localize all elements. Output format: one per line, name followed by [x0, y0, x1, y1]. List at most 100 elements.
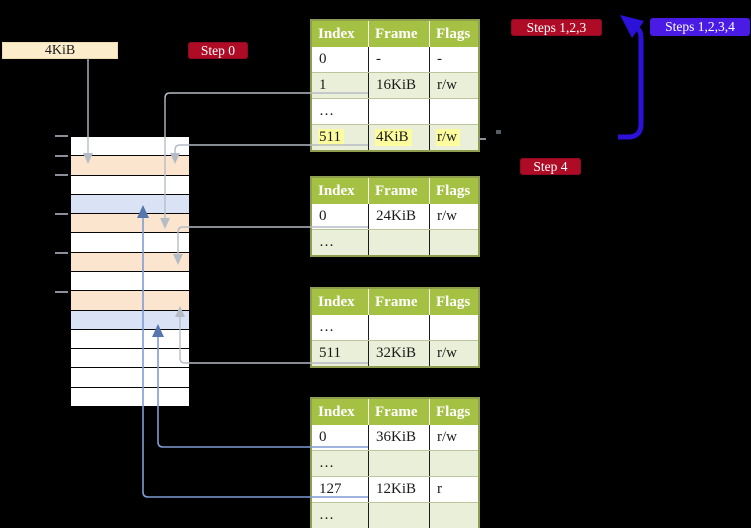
- cell-text: …: [319, 319, 334, 335]
- memory-row: [71, 291, 189, 311]
- header-cell-flags: Flags: [429, 289, 478, 315]
- table-row: …: [312, 502, 478, 528]
- table-row: 511 32KiB r/w: [312, 340, 478, 366]
- cell-index: …: [312, 315, 368, 340]
- cell-flags: r: [429, 477, 478, 502]
- cell-text: r/w: [436, 129, 460, 146]
- cell-index: …: [312, 99, 368, 124]
- table-row: 0 36KiB r/w: [312, 425, 478, 450]
- cell-text: 36KiB: [376, 429, 417, 445]
- table-row: 1 16KiB r/w: [312, 72, 478, 98]
- tick-mark: [55, 213, 68, 215]
- cell-flags: r/w: [429, 425, 478, 450]
- cell-text: r/w: [437, 208, 457, 224]
- tick-mark: [55, 252, 68, 254]
- cell-text: r/w: [437, 77, 457, 93]
- memory-row: [71, 310, 189, 330]
- page-table-second: Index Frame Flags 0 24KiB r/w …: [310, 176, 480, 257]
- table-row-highlighted: 511 4KiB r/w: [312, 124, 478, 150]
- cell-flags: [429, 230, 478, 255]
- cell-text: 127: [319, 481, 342, 497]
- table-header-row: Index Frame Flags: [312, 178, 478, 204]
- tick-mark: [55, 174, 68, 176]
- badge-step-4: Step 4: [520, 158, 581, 175]
- memory-row: [71, 214, 189, 234]
- cell-flags: r/w: [429, 341, 478, 366]
- cell-text: 0: [319, 51, 327, 67]
- memory-row: [71, 271, 189, 292]
- dot-mark: [496, 130, 501, 134]
- header-cell-index: Index: [318, 26, 355, 42]
- cell-flags: r/w: [429, 204, 478, 229]
- cell-text: 12KiB: [376, 481, 417, 497]
- cell-index: …: [312, 451, 368, 476]
- header-cell-frame: Frame: [368, 178, 429, 204]
- cell-text: r: [437, 481, 442, 497]
- cell-index: 0: [312, 204, 368, 229]
- header-cell-flags: Flags: [429, 178, 478, 204]
- memory-row: [71, 156, 189, 176]
- tick-mark: [55, 155, 68, 157]
- cell-text: …: [319, 234, 334, 250]
- cell-flags: [429, 99, 478, 124]
- table-row: 127 12KiB r: [312, 476, 478, 502]
- cell-text: 16KiB: [376, 77, 417, 93]
- table-row: …: [312, 450, 478, 476]
- memory-row: [71, 368, 189, 388]
- cell-index: 511: [312, 125, 368, 150]
- cell-frame: 36KiB: [368, 425, 429, 450]
- physical-memory-strip: [70, 136, 190, 407]
- header-cell-index: Index: [318, 404, 355, 420]
- cell-index: 0: [312, 425, 368, 450]
- table-header-row: Index Frame Flags: [312, 21, 478, 47]
- header-cell-flags: Flags: [429, 21, 478, 47]
- cell-text: [436, 507, 440, 524]
- header-cell-index: Index: [318, 294, 355, 310]
- cell-text: [375, 319, 379, 336]
- tick-mark: [55, 291, 68, 293]
- cell-frame: [368, 315, 429, 340]
- memory-row: [71, 137, 189, 157]
- cell-text: [375, 234, 379, 251]
- memory-row: [71, 252, 189, 272]
- cell-frame: [368, 503, 429, 528]
- cell-frame: 24KiB: [368, 204, 429, 229]
- header-cell-flags: Flags: [429, 399, 478, 425]
- cell-flags: [429, 451, 478, 476]
- cell-text: 511: [318, 129, 344, 146]
- badge-steps-1-2-3-4: Steps 1,2,3,4: [650, 18, 750, 36]
- table-row: …: [312, 98, 478, 124]
- table-row: 0 24KiB r/w: [312, 204, 478, 229]
- cell-text: [375, 507, 379, 524]
- cell-index: 511: [312, 341, 368, 366]
- table-row: …: [312, 229, 478, 255]
- cell-flags: r/w: [429, 125, 478, 150]
- cell-frame: [368, 230, 429, 255]
- table-header-row: Index Frame Flags: [312, 289, 478, 315]
- memory-row: [71, 175, 189, 195]
- page-size-label: 4KiB: [2, 42, 118, 59]
- cell-flags: r/w: [429, 73, 478, 98]
- table-row: …: [312, 315, 478, 340]
- cell-index: 127: [312, 477, 368, 502]
- page-table-third: Index Frame Flags … 511 32KiB r/w: [310, 287, 480, 368]
- header-cell-frame: Frame: [368, 399, 429, 425]
- cell-text: 0: [319, 429, 327, 445]
- cell-text: …: [319, 507, 334, 523]
- cell-text: [436, 103, 440, 120]
- table-header-row: Index Frame Flags: [312, 399, 478, 425]
- cell-index: …: [312, 230, 368, 255]
- cell-flags: [429, 503, 478, 528]
- cell-text: [436, 455, 440, 472]
- cell-frame: [368, 99, 429, 124]
- cell-frame: 32KiB: [368, 341, 429, 366]
- cell-index: 0: [312, 47, 368, 72]
- page-table-top: Index Frame Flags 0 - - 1 16KiB r/w … 51…: [310, 19, 480, 152]
- memory-row: [71, 349, 189, 369]
- cell-text: [436, 234, 440, 251]
- cell-text: 1: [319, 77, 327, 93]
- tick-mark: [55, 135, 68, 137]
- cell-frame: [368, 451, 429, 476]
- badge-step-0: Step 0: [188, 42, 248, 59]
- cell-frame: 16KiB: [368, 73, 429, 98]
